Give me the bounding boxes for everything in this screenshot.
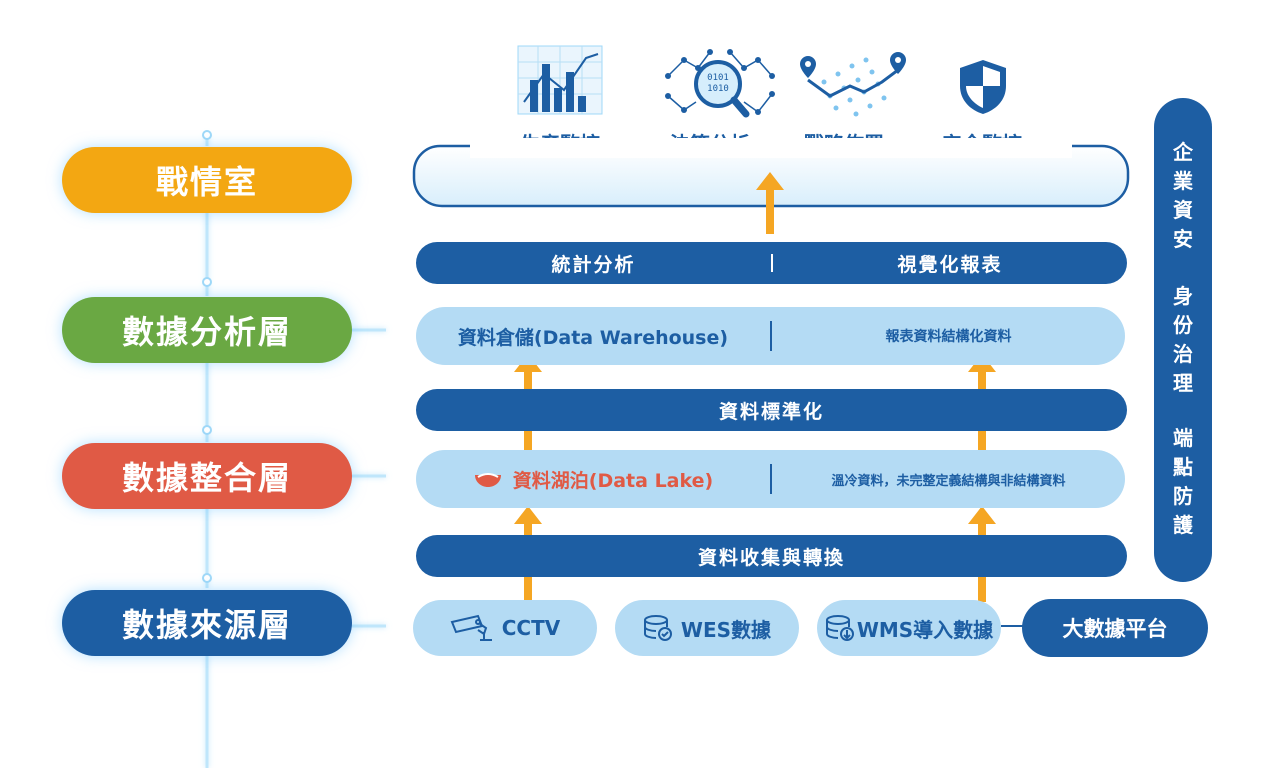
side-char: 點 — [1173, 455, 1193, 479]
platform-connector — [1001, 625, 1023, 627]
source-wes: WES數據 — [615, 600, 799, 656]
strategy-map-icon — [800, 52, 906, 117]
structured-data-label: 報表資料結構化資料 — [885, 329, 1012, 345]
data-collect-label: 資料收集與轉換 — [697, 546, 845, 569]
endpoint-protection-text: 端 點 防 護 — [1165, 424, 1201, 540]
data-lake-desc: 溫冷資料，未完整定義結構與非結構資料 — [831, 473, 1066, 489]
side-char: 端 — [1173, 426, 1193, 450]
wes-label: WES數據 — [680, 617, 772, 642]
security-side-panel — [1154, 98, 1212, 582]
side-char: 防 — [1173, 484, 1193, 508]
side-char: 身 — [1173, 284, 1193, 308]
source-cctv: CCTV — [413, 600, 597, 656]
cctv-label: CCTV — [501, 616, 561, 640]
stats-analysis-label: 統計分析 — [551, 253, 636, 276]
big-data-platform-label: 大數據平台 — [1062, 617, 1168, 641]
side-char: 安 — [1173, 227, 1193, 251]
data-lake-label: 資料湖泊(Data Lake) — [512, 469, 714, 492]
database-check-icon — [643, 615, 672, 641]
side-char: 份 — [1173, 313, 1193, 337]
source-wms: WMS導入數據 — [817, 600, 1001, 656]
cctv-camera-icon — [450, 614, 492, 641]
analysis-tools-bar: 統計分析 視覺化報表 — [416, 242, 1127, 284]
side-char: 治 — [1173, 342, 1193, 366]
svg-text:0101: 0101 — [707, 73, 729, 83]
big-data-platform: 大數據平台 — [1022, 599, 1208, 657]
magnifier-analysis-icon: 0101 1010 — [665, 49, 775, 118]
data-collect-bar: 資料收集與轉換 — [416, 535, 1127, 577]
side-char: 理 — [1173, 371, 1193, 395]
layer-war-room: 戰情室 — [62, 147, 352, 213]
bar-divider — [770, 464, 772, 494]
data-warehouse-bar: 資料倉儲(Data Warehouse) 報表資料結構化資料 — [416, 307, 1125, 365]
side-char: 資 — [1173, 198, 1193, 222]
layer-source: 數據來源層 — [62, 590, 352, 656]
data-lake-cell: 資料湖泊(Data Lake) — [416, 450, 770, 508]
wms-label: WMS導入數據 — [856, 617, 994, 642]
side-char: 護 — [1173, 513, 1193, 537]
identity-governance-text: 身 份 治 理 — [1165, 282, 1201, 398]
database-import-icon — [825, 615, 854, 641]
data-warehouse-label: 資料倉儲(Data Warehouse) — [457, 326, 729, 349]
enterprise-security-text: 企 業 資 安 — [1165, 138, 1201, 254]
security-shield-icon — [960, 60, 1006, 114]
data-standardize-bar: 資料標準化 — [416, 389, 1127, 431]
data-lake-bar: 資料湖泊(Data Lake) 溫冷資料，未完整定義結構與非結構資料 — [416, 450, 1125, 508]
svg-text:1010: 1010 — [707, 84, 729, 94]
lake-bowl-icon — [474, 473, 501, 487]
bar-chart-icon — [517, 45, 603, 115]
side-char: 企 — [1173, 140, 1193, 164]
data-standardize-label: 資料標準化 — [718, 400, 824, 423]
layer-analysis: 數據分析層 — [62, 297, 352, 363]
timeline-connector — [202, 130, 386, 768]
side-char: 業 — [1173, 169, 1193, 193]
visual-report-label: 視覺化報表 — [897, 253, 1003, 276]
bar-divider — [771, 254, 773, 272]
bar-divider — [770, 321, 772, 351]
layer-integration: 數據整合層 — [62, 443, 352, 509]
arrow-up-warehouse-to-warroom — [756, 172, 784, 234]
